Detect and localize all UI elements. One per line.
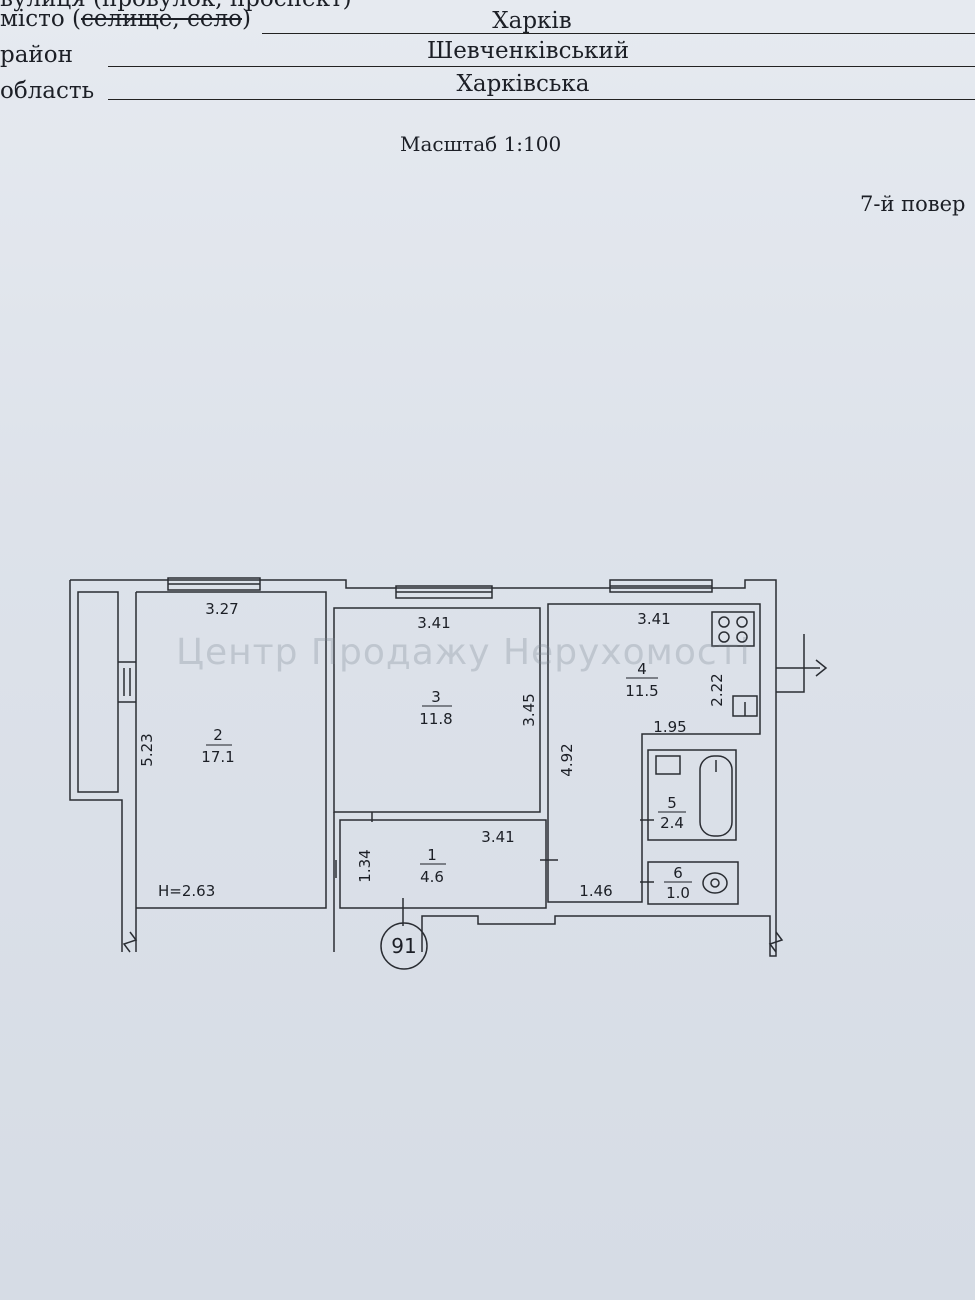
room-2-length: 5.23 xyxy=(138,733,156,766)
room-4-length: 2.22 xyxy=(708,673,726,706)
room-3-number: 3 xyxy=(431,688,441,706)
room-2-width: 3.27 xyxy=(205,600,238,618)
room-1-number: 1 xyxy=(427,846,437,864)
city-label-struck: селище, село xyxy=(80,6,242,32)
room-6-wall xyxy=(647,861,739,905)
room-1-length: 1.34 xyxy=(356,849,374,882)
ceiling-height: H=2.63 xyxy=(158,882,215,900)
city-label: місто (селище, село) xyxy=(0,6,251,32)
room-2-area: 17.1 xyxy=(201,748,234,766)
room-5-number: 5 xyxy=(667,794,677,812)
room-1-width: 3.41 xyxy=(481,828,514,846)
floor-plan: 91 3.27 2 17.1 5.23 H=2.63 3.41 3 11.8 3… xyxy=(69,577,828,970)
city-row: місто (селище, село) Харків xyxy=(0,6,975,36)
district-row: район Шевченківський xyxy=(0,38,975,72)
hall-length: 4.92 xyxy=(558,743,576,776)
room-3-width: 3.41 xyxy=(417,614,450,632)
room-3-area: 11.8 xyxy=(419,710,452,728)
street-label-cut: вулиця (провулок, проспект) xyxy=(0,0,352,12)
room-5-area: 2.4 xyxy=(660,814,684,832)
room-4-wall xyxy=(547,603,761,903)
room-4-area: 11.5 xyxy=(625,682,658,700)
balcony xyxy=(77,591,119,793)
stair-number: 91 xyxy=(391,934,416,958)
region-row: область Харківська xyxy=(0,71,975,108)
city-value: Харків xyxy=(492,8,572,34)
room-4-width: 3.41 xyxy=(637,610,670,628)
district-label: район xyxy=(0,42,73,68)
room-3-wall xyxy=(333,607,541,813)
region-value: Харківська xyxy=(456,71,590,97)
district-value: Шевченківський xyxy=(426,38,630,64)
region-underline xyxy=(108,99,975,100)
room-3-length: 3.45 xyxy=(520,693,538,726)
room-6-area: 1.0 xyxy=(666,884,690,902)
floor-label: 7-й повер xyxy=(860,192,966,216)
hall-width: 1.95 xyxy=(653,718,686,736)
room-4-number: 4 xyxy=(637,660,647,678)
city-underline xyxy=(262,33,975,34)
hall-short: 1.46 xyxy=(579,882,612,900)
stair-marker xyxy=(380,922,428,970)
riser-pipe xyxy=(776,634,820,693)
bathtub-icon xyxy=(699,755,733,837)
stove-icon xyxy=(711,611,755,647)
room-1-wall xyxy=(339,819,547,909)
washbasin-icon xyxy=(655,755,681,775)
outer-wall xyxy=(70,579,777,957)
room-2-number: 2 xyxy=(213,726,223,744)
outer-wall-left xyxy=(69,580,123,952)
district-underline xyxy=(108,66,975,67)
scale-label: Масштаб 1:100 xyxy=(400,132,562,156)
room-2-wall xyxy=(136,591,327,909)
room-5-wall xyxy=(647,749,737,841)
room-6-number: 6 xyxy=(673,864,683,882)
watermark-text: Центр Продажу Нерухомості xyxy=(176,632,751,673)
balcony-door xyxy=(118,661,136,703)
region-label: область xyxy=(0,78,95,104)
room-1-area: 4.6 xyxy=(420,868,444,886)
toilet-icon xyxy=(702,872,728,894)
